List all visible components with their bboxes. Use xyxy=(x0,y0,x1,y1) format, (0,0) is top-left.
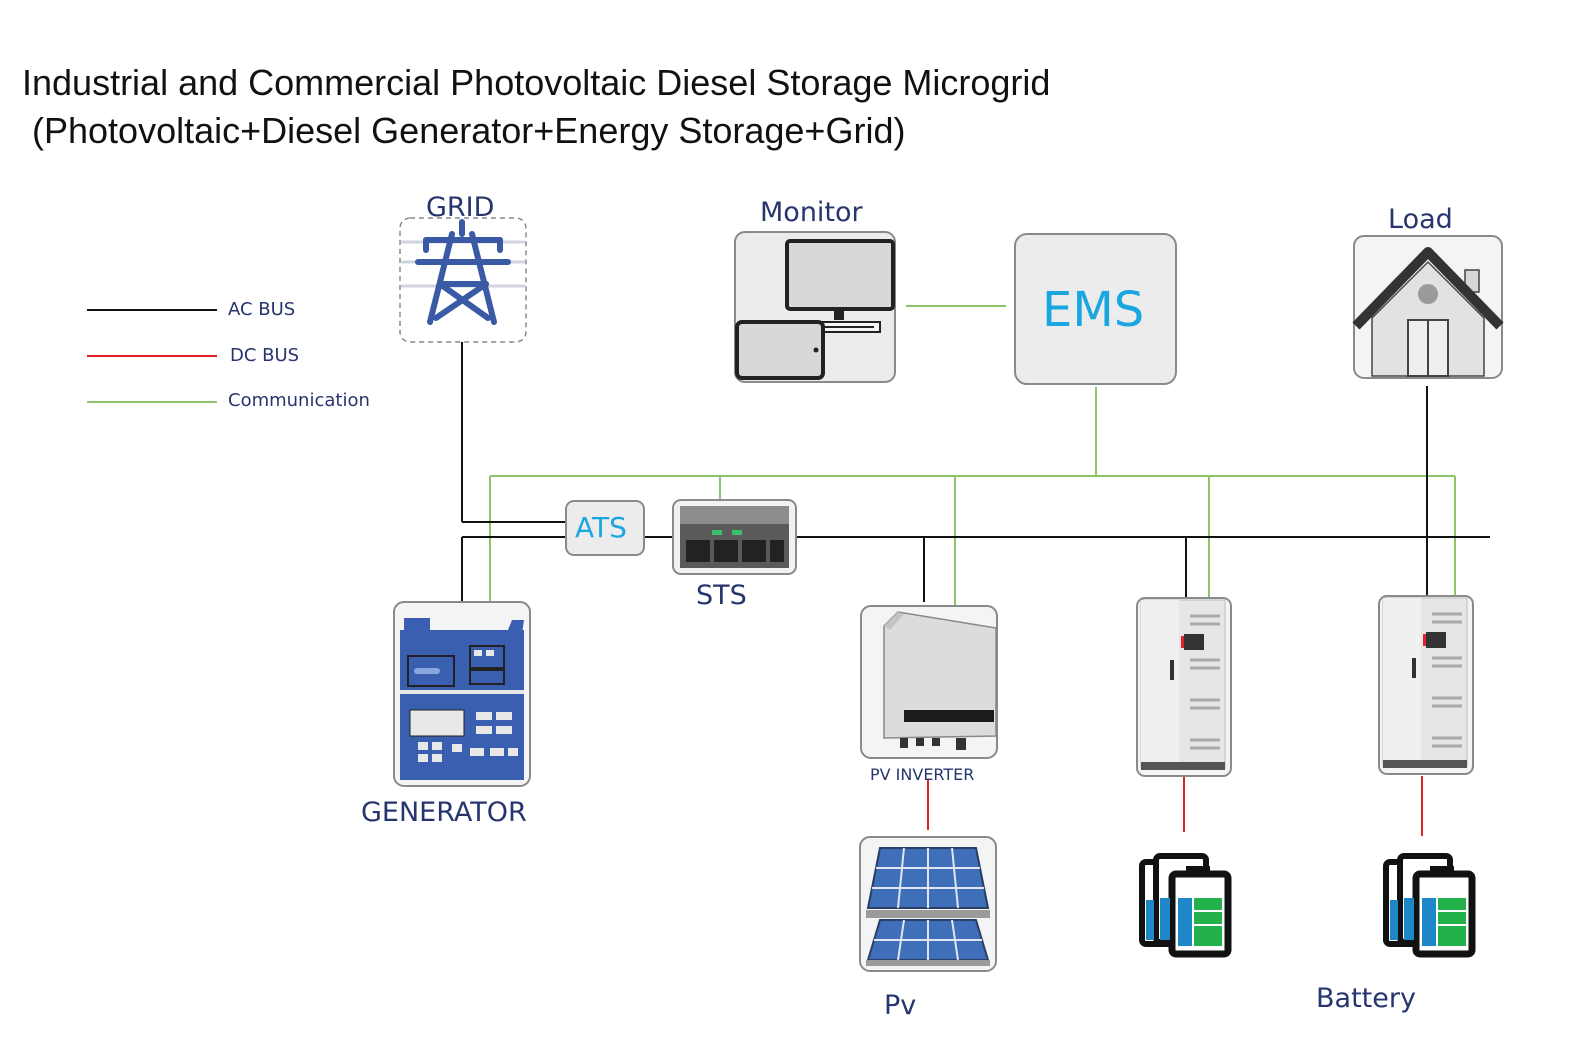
pv-node xyxy=(859,836,997,972)
ems-box xyxy=(1014,233,1177,385)
legend-ac-label: AC BUS xyxy=(228,299,296,320)
grid-node xyxy=(399,217,527,343)
ac-bus-lines xyxy=(461,342,1490,602)
ats-box xyxy=(565,500,645,556)
sts-label: STS xyxy=(696,580,747,611)
communication-lines xyxy=(489,305,1456,606)
legend-dc-label: DC BUS xyxy=(230,345,300,366)
pv-label: Pv xyxy=(884,990,917,1021)
generator-label: GENERATOR xyxy=(361,797,527,828)
load-label: Load xyxy=(1388,204,1453,235)
solar-panel-icon xyxy=(866,847,990,966)
sts-node xyxy=(672,499,797,575)
load-node xyxy=(1352,235,1504,379)
tablet-icon xyxy=(735,320,825,380)
pv-inverter-node xyxy=(860,605,998,759)
grid-label: GRID xyxy=(426,192,495,223)
generator-controller-icon xyxy=(400,618,524,780)
diagram-title-line-1: Industrial and Commercial Photovoltaic D… xyxy=(22,62,1051,103)
storage-cabinet-1 xyxy=(1136,597,1232,777)
transmission-tower-icon xyxy=(400,219,526,325)
battery-label: Battery xyxy=(1316,983,1416,1014)
legend xyxy=(87,309,217,403)
inverter-icon xyxy=(883,611,997,750)
monitor-label: Monitor xyxy=(760,197,863,228)
dc-bus-lines xyxy=(927,776,1423,836)
generator-node xyxy=(393,601,531,787)
ats-label: ATS xyxy=(575,511,627,544)
diagram-title-line-2: (Photovoltaic+Diesel Generator+Energy St… xyxy=(32,110,906,151)
battery-icon xyxy=(1383,853,1476,958)
sts-device-icon xyxy=(680,506,789,568)
pv-inverter-label: PV INVERTER xyxy=(870,765,975,784)
house-icon xyxy=(1352,247,1504,377)
battery-icon xyxy=(1139,853,1232,958)
monitor-node xyxy=(734,231,896,383)
legend-comm-label: Communication xyxy=(228,390,370,411)
ems-label: EMS xyxy=(1042,282,1145,338)
storage-cabinet-2 xyxy=(1378,595,1474,775)
